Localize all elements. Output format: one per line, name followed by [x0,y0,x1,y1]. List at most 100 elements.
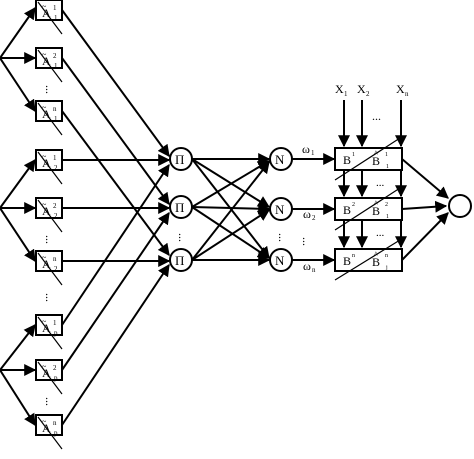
svg-text:B: B [343,203,351,217]
product-node-2: Π [169,195,193,219]
product-to-normalize-wires [191,153,271,266]
svg-text:ω: ω [302,142,310,156]
input-fanout-group-3 [0,324,37,427]
svg-text:~: ~ [42,253,47,262]
normalize-node-2: N [269,197,293,221]
ellipsis-3: ... [43,293,57,302]
consequent-block-1: B 1 B ^ 1 1 [334,137,403,181]
svg-text:X: X [396,82,405,96]
block-sub: 1 [54,115,58,123]
svg-text:1: 1 [386,214,389,220]
ellipsis-1: ... [43,85,57,94]
product-symbol: Π [175,200,184,215]
input-fanout-group-1 [0,7,37,113]
product-symbol: Π [175,253,184,268]
svg-text:~: ~ [42,50,47,59]
svg-text:ω: ω [303,259,311,273]
membership-to-product-wires [61,9,171,426]
svg-text:X: X [357,82,366,96]
block-sup: n [53,105,57,113]
svg-text:2: 2 [352,202,355,208]
block-sub: 2 [54,265,58,273]
svg-text:B: B [343,254,351,268]
svg-text:2: 2 [366,90,370,98]
svg-text:1: 1 [311,149,315,157]
membership-block-A2-2: A 2 2 ~ [35,197,63,233]
membership-block-A2-1: A 2 1 ~ [35,47,63,83]
consequent-vertical-arrows [338,171,407,249]
consequent-block-n: B n B ^ n j [334,239,403,281]
svg-text:^: ^ [374,250,378,259]
normalize-symbol: N [275,152,285,167]
svg-text:2: 2 [385,202,388,208]
input-label-xn: X n [396,82,409,98]
block-sup: 2 [53,202,57,210]
block-sup: n [53,255,57,263]
ellipsis-4: ... [43,397,57,406]
svg-text:2: 2 [312,214,316,222]
input-fanout-group-2 [0,159,37,263]
block-sub: p [54,429,58,437]
input-label-x2: X 2 [357,82,370,98]
svg-text:~: ~ [42,103,47,112]
product-node-1: Π [169,147,193,171]
ellipsis-2: ... [43,235,57,244]
consequent-to-output-wires [401,158,449,261]
consequent-block-2: B 2 B ^ 2 1 [334,187,403,231]
block-sup: 1 [53,154,57,162]
input-x-arrows [338,100,407,148]
block-sub: p [54,329,58,337]
ellipsis-10: ... [376,227,385,239]
normalize-node-1: N [269,147,293,171]
svg-text:n: n [405,90,409,98]
weight-label-2: ω 2 [303,207,316,222]
weight-label-n: ω n [303,259,316,274]
block-sup: 1 [53,4,57,12]
product-node-3: Π [169,248,193,272]
svg-text:~: ~ [42,152,47,161]
svg-text:B: B [343,153,351,167]
svg-text:j: j [385,265,388,271]
svg-text:^: ^ [374,199,378,208]
input-label-x1: X 1 [335,82,348,98]
svg-text:B: B [372,204,380,218]
svg-text:n: n [352,253,355,259]
membership-block-A2-p: A 2 p ~ [35,359,63,395]
svg-text:1: 1 [352,152,355,158]
block-letter: A [42,321,51,335]
block-sup: 2 [53,52,57,60]
svg-text:1: 1 [386,164,389,170]
membership-block-A1-p: A 1 p ~ [35,314,63,350]
svg-text:n: n [385,253,388,259]
svg-text:~: ~ [42,362,47,371]
ellipsis-6: ... [276,233,290,242]
svg-text:ω: ω [303,207,311,221]
ellipsis-9: ... [376,177,385,189]
ellipsis-5: ... [176,233,190,242]
membership-block-A1-1: A 1 1 ~ [35,0,63,35]
normalize-symbol: N [275,202,285,217]
output-node [448,194,472,218]
block-letter: A [42,107,51,121]
block-letter: A [42,366,51,380]
block-sup: 2 [53,364,57,372]
block-letter: A [42,6,51,20]
block-letter: A [42,204,51,218]
block-letter: A [42,421,51,435]
normalize-symbol: N [275,253,285,268]
svg-text:^: ^ [374,149,378,158]
block-sub: 2 [54,164,58,172]
svg-text:B: B [372,255,380,269]
svg-text:X: X [335,82,344,96]
block-sub: 1 [54,62,58,70]
block-sub: p [54,374,58,382]
membership-block-A1-2: A 1 2 ~ [35,149,63,185]
membership-block-An-p: A n p ~ [35,414,63,450]
block-letter: A [42,257,51,271]
membership-block-An-1: A n 1 ~ [35,100,63,136]
svg-text:~: ~ [42,317,47,326]
normalize-to-consequent-wires [292,153,336,266]
normalize-node-3: N [269,248,293,272]
weight-label-1: ω 1 [302,142,315,157]
